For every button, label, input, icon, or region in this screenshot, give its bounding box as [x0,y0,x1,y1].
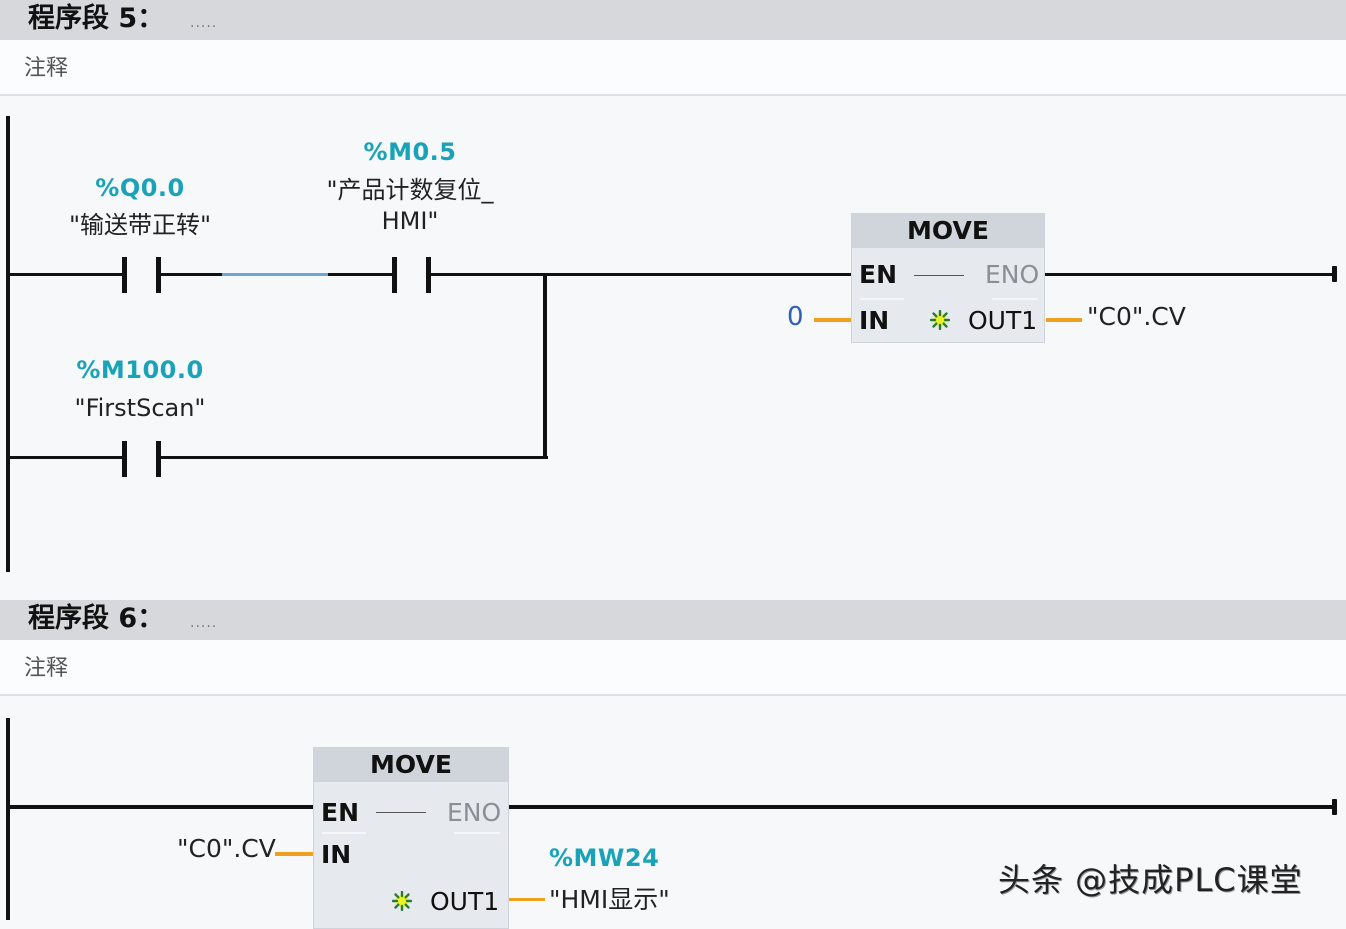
in-param-wire [814,318,851,322]
segment-6-comment-row[interactable]: 注释 [0,640,1346,696]
move-block-header: MOVE [314,748,508,782]
expand-output-icon[interactable] [392,891,412,911]
contact-m0-5-address[interactable]: %M0.5 [363,138,457,166]
rung-wire [328,273,394,276]
pin-separator [454,832,500,834]
out-param-wire [1046,318,1082,322]
pin-out1[interactable]: OUT1 [430,887,500,916]
contact-m0-5-symbol-line1[interactable]: "产品计数复位_ [326,176,494,204]
contact-q0-0-address[interactable]: %Q0.0 [95,174,185,202]
selected-wire-segment[interactable] [222,273,328,276]
branch-vertical-wire [543,274,547,459]
contact-q0-0-symbol[interactable]: "输送带正转" [68,211,212,239]
contact-m100-0-address[interactable]: %M100.0 [76,356,204,384]
left-power-rail [6,116,10,572]
move-in-value[interactable]: 0 [787,302,804,332]
contact-q0-0-right-bar[interactable] [156,257,161,293]
rung-wire [509,805,1335,809]
pin-separator [860,298,904,300]
rung-wire [160,273,222,276]
rung-wire [1045,273,1335,276]
move-out-value[interactable]: "C0".CV [1087,302,1186,331]
branch-wire [160,456,548,459]
watermark: 头条 @技成PLC课堂 [998,861,1303,899]
out-param-wire [509,898,545,901]
segment-5-header[interactable]: 程序段 5： ..... [0,0,1346,40]
pin-separator [992,298,1038,300]
move-block-header: MOVE [852,214,1044,248]
pin-out1[interactable]: OUT1 [968,306,1038,335]
segment-5-title: 程序段 5： [28,3,165,34]
in-param-wire [275,852,313,856]
contact-m0-5-right-bar[interactable] [426,257,431,293]
en-eno-line [376,812,426,813]
move-block-title: MOVE [370,750,452,779]
pin-eno[interactable]: ENO [447,798,502,827]
left-power-rail [6,718,10,920]
contact-q0-0-left-bar[interactable] [122,257,127,293]
segment-5-description[interactable]: ..... [190,15,218,31]
contact-m100-0-left-bar[interactable] [122,441,127,477]
move-block[interactable]: MOVE EN ENO IN OUT1 [313,747,509,929]
contact-m0-5-left-bar[interactable] [392,257,397,293]
move-out-value[interactable]: "HMI显示" [549,885,670,914]
pin-separator [322,832,366,834]
rung-wire [8,805,314,809]
rung-end-marker [1332,266,1337,282]
rung-end-marker [1332,799,1337,815]
rung-wire [8,273,124,276]
pin-en[interactable]: EN [321,798,360,827]
expand-output-icon[interactable] [930,310,950,330]
contact-m100-0-symbol[interactable]: "FirstScan" [74,394,206,422]
branch-wire [8,456,124,459]
move-block[interactable]: MOVE EN ENO IN OUT1 [851,213,1045,343]
move-out-address[interactable]: %MW24 [549,844,660,872]
rung-wire [430,273,852,276]
segment-6-description[interactable]: ..... [190,615,218,631]
segment-6-comment[interactable]: 注释 [24,656,69,681]
segment-6-title: 程序段 6： [28,603,165,634]
pin-in[interactable]: IN [321,840,352,869]
move-in-value[interactable]: "C0".CV [177,834,276,863]
en-eno-line [914,275,964,276]
contact-m100-0-right-bar[interactable] [156,441,161,477]
move-block-title: MOVE [907,216,989,245]
pin-eno[interactable]: ENO [985,260,1040,289]
segment-5-comment[interactable]: 注释 [24,56,69,81]
pin-en[interactable]: EN [859,260,898,289]
segment-6-header[interactable]: 程序段 6： ..... [0,600,1346,640]
segment-5-comment-row[interactable]: 注释 [0,40,1346,96]
contact-m0-5-symbol-line2[interactable]: HMI" [381,207,439,235]
pin-in[interactable]: IN [859,306,890,335]
